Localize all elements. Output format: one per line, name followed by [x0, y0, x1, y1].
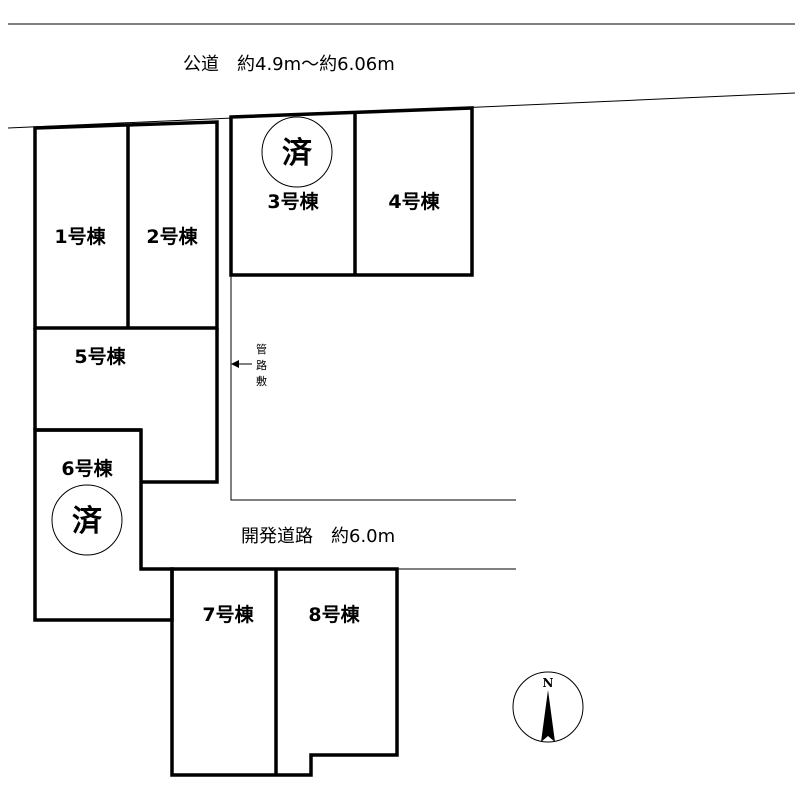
lot-1-label: 1号棟	[54, 225, 106, 248]
lot-5-label: 5号棟	[74, 345, 126, 368]
north-arrow-needle	[541, 690, 555, 742]
dev-road-label: 開発道路 約6.0m	[241, 526, 395, 547]
lot-3-label: 3号棟	[267, 190, 319, 213]
pipe-road-char-2: 路	[256, 359, 267, 372]
pipe-road-arrow-icon	[231, 360, 239, 368]
lot-7-label: 7号棟	[202, 603, 254, 626]
north-arrow-icon: N	[512, 671, 584, 743]
lot-8-label: 8号棟	[308, 603, 360, 626]
sold-stamp-text: 済	[72, 504, 103, 539]
lot-5-east-edge	[141, 328, 219, 484]
sold-stamp-circle	[261, 116, 333, 188]
lot-6-label: 6号棟	[61, 457, 113, 480]
sold-stamp-lot-6: 済	[51, 484, 123, 556]
pipe-road-char-3: 敷	[256, 374, 267, 388]
public-road-label: 公道 約4.9m〜約6.06m	[183, 54, 395, 75]
lot-7-8-boundary	[170, 567, 399, 777]
pipe-road-char-1: 管	[256, 342, 267, 356]
lot-4-label: 4号棟	[388, 190, 440, 213]
north-arrow-circle	[512, 671, 584, 743]
lot-1-2-boundary	[33, 120, 219, 330]
north-label: N	[543, 676, 554, 690]
sold-stamp-text: 済	[282, 136, 313, 171]
sold-stamp-lot-3: 済	[261, 116, 333, 188]
lot-2-label: 2号棟	[146, 225, 198, 248]
lot-3-4-boundary	[229, 106, 474, 277]
sold-stamp-circle	[51, 484, 123, 556]
